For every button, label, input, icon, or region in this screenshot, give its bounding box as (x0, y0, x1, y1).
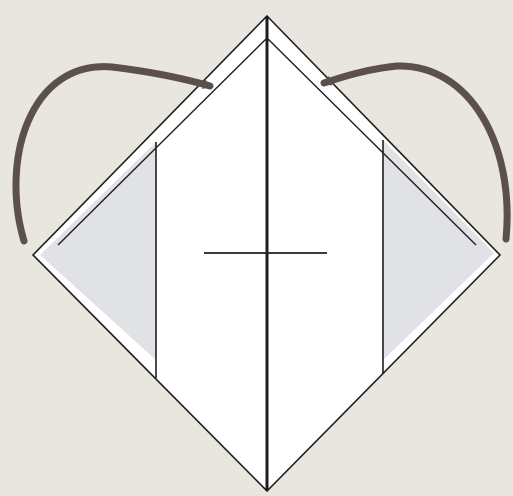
left-shaded-panel (40, 142, 156, 360)
right-shaded-panel (383, 140, 494, 360)
